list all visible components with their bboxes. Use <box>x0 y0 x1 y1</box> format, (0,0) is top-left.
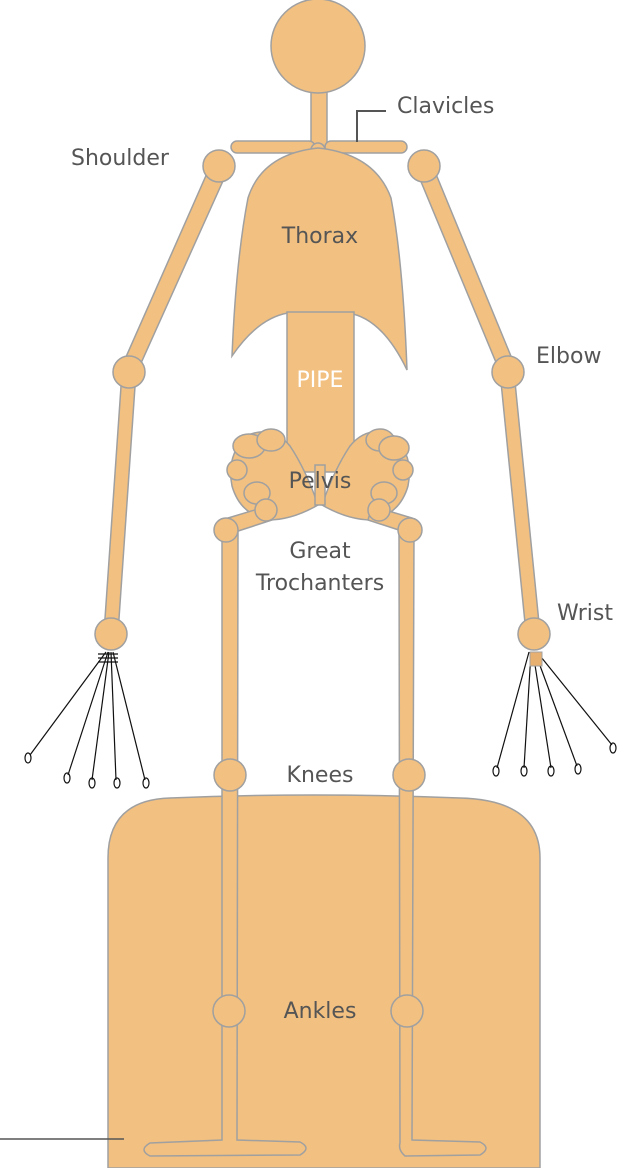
right-hand-wire-fingers <box>493 652 616 776</box>
clavicles-leader <box>357 111 386 142</box>
right-shoulder-joint <box>408 150 440 182</box>
shoulder-label: Shoulder <box>71 146 170 171</box>
ankles-label: Ankles <box>284 999 357 1024</box>
thorax-label: Thorax <box>281 224 358 249</box>
left-knee-joint <box>214 759 246 791</box>
neck <box>311 84 327 150</box>
wrist-label: Wrist <box>557 601 613 626</box>
left-trochanter-joint <box>214 518 238 542</box>
knees-label: Knees <box>287 763 354 788</box>
left-elbow-joint <box>113 356 145 388</box>
right-knee-joint <box>393 759 425 791</box>
left-wrist-joint <box>95 618 127 650</box>
right-arm <box>417 162 540 633</box>
right-wrist-joint <box>518 618 550 650</box>
right-ankle-joint <box>391 995 423 1027</box>
left-shoulder-joint <box>203 150 235 182</box>
left-ankle-joint <box>213 995 245 1027</box>
pipe-label: PIPE <box>297 368 344 393</box>
base-platform <box>108 795 540 1168</box>
clavicles-label: Clavicles <box>397 94 494 119</box>
head <box>271 0 365 93</box>
left-hand-wire-fingers <box>25 652 149 788</box>
left-hip-socket <box>255 499 277 521</box>
great-trochanters-label-line1: Great <box>289 539 351 564</box>
pelvis-label: Pelvis <box>289 469 352 494</box>
right-hip-socket <box>368 499 390 521</box>
left-arm <box>104 162 227 633</box>
great-trochanters-label-line2: Trochanters <box>255 571 384 596</box>
right-trochanter-joint <box>398 518 422 542</box>
elbow-label: Elbow <box>536 344 601 369</box>
right-elbow-joint <box>492 356 524 388</box>
